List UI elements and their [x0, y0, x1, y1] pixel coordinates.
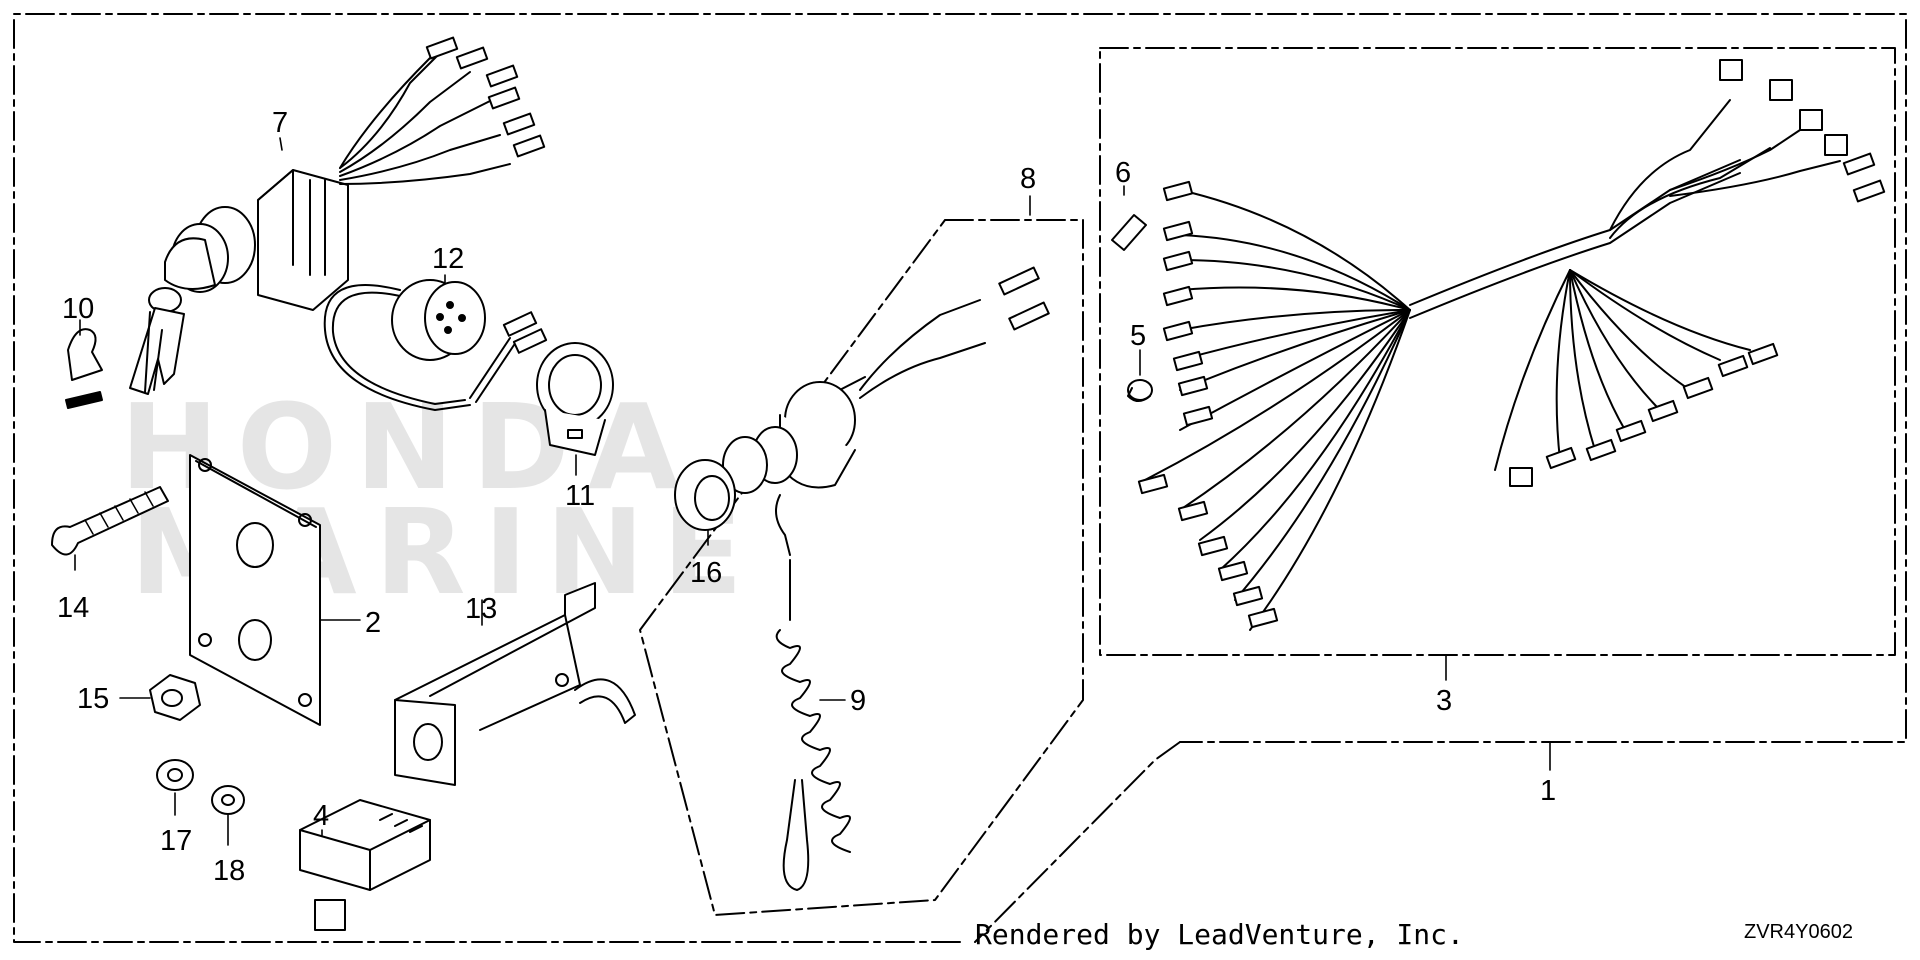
leader-lines — [74, 137, 1551, 846]
part-2-plate — [189, 454, 321, 726]
part-7-connectors — [425, 36, 546, 158]
part-5-cap — [1127, 379, 1153, 402]
part-11-clamp — [536, 342, 614, 456]
callout-18: 18 — [213, 855, 245, 887]
callout-11: 11 — [565, 480, 595, 512]
callout-17: 17 — [160, 825, 192, 857]
part-7-main-switch — [129, 36, 546, 395]
callout-4: 4 — [313, 800, 329, 832]
callout-5: 5 — [1130, 320, 1146, 352]
callout-13: 13 — [465, 593, 497, 625]
part-4-connector — [299, 799, 431, 931]
harness-left-terminals — [1137, 180, 1279, 629]
sub-assembly-8-frame — [639, 219, 1084, 916]
part-10-clip — [65, 328, 103, 409]
part-12-buzzer — [323, 279, 548, 411]
part-14-bolt — [51, 486, 169, 556]
callout-7: 7 — [272, 107, 288, 139]
callout-10: 10 — [62, 293, 94, 325]
callout-15: 15 — [77, 683, 109, 715]
part-3-wire-harness — [1137, 59, 1886, 631]
callout-3: 3 — [1436, 685, 1452, 717]
outer-frame — [13, 13, 1907, 943]
harness-fan-right — [1494, 269, 1751, 471]
part-9-lanyard — [775, 494, 851, 891]
callout-14: 14 — [57, 592, 89, 624]
part-6-pin — [1111, 214, 1147, 251]
callout-labels: 1 2 3 4 5 6 7 8 9 10 11 12 13 14 15 16 1… — [57, 107, 1556, 887]
part-8-kill-switch — [722, 266, 1050, 494]
callout-2: 2 — [365, 607, 381, 639]
sub-assembly-3-frame — [1099, 47, 1896, 656]
harness-right-terminals — [1509, 342, 1779, 487]
rendered-by-credit: Rendered by LeadVenture, Inc. — [975, 918, 1464, 951]
part-18-washer — [211, 785, 245, 815]
part-13-bracket — [394, 582, 636, 786]
part-16-ring-nut — [674, 459, 736, 531]
callout-12: 12 — [432, 243, 464, 275]
callout-8: 8 — [1020, 163, 1036, 195]
callout-9: 9 — [850, 685, 866, 717]
callout-1: 1 — [1540, 775, 1556, 807]
callout-6: 6 — [1115, 157, 1131, 189]
callout-16: 16 — [690, 557, 722, 589]
part-15-nut — [149, 674, 201, 721]
diagram-code: ZVR4Y0602 — [1744, 921, 1853, 943]
part-17-washer — [156, 759, 194, 791]
